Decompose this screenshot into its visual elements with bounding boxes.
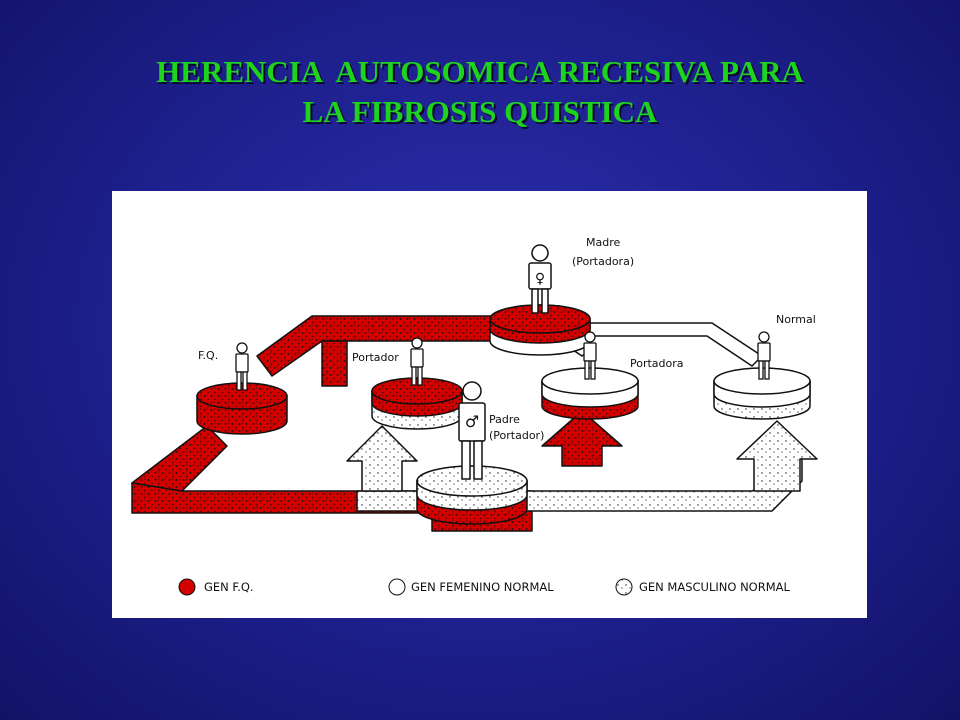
carrier-son-disc	[371, 377, 463, 430]
father-label: Padre	[489, 413, 520, 426]
father-figure-icon	[458, 381, 486, 480]
legend: GEN F.Q. GEN FEMENINO NORMAL GEN MASCULI…	[178, 578, 791, 596]
mother-label: Madre	[586, 236, 620, 249]
father-status-label: (Portador)	[489, 429, 544, 442]
legend-male-normal-symbol	[615, 578, 633, 596]
carrier-son-figure-icon	[410, 337, 424, 386]
slide-title: HERENCIA AUTOSOMICA RECESIVA PARA LA FIB…	[0, 52, 960, 132]
father-disc	[416, 465, 528, 525]
mother-status-label: (Portadora)	[572, 255, 634, 268]
carrier-son-label: Portador	[352, 351, 399, 364]
fq-label: F.Q.	[198, 349, 218, 362]
legend-female-normal-label: GEN FEMENINO NORMAL	[411, 580, 554, 594]
normal-label: Normal	[776, 313, 816, 326]
mother-disc	[489, 304, 591, 356]
carrier-daughter-label: Portadora	[630, 357, 684, 370]
normal-child-disc	[713, 367, 811, 420]
inheritance-diagram-svg: ♀ ♂	[131, 236, 818, 596]
legend-fq-symbol	[178, 578, 196, 596]
legend-male-normal-label: GEN MASCULINO NORMAL	[639, 580, 791, 594]
carrier-daughter-disc	[541, 367, 639, 420]
female-symbol: ♀	[535, 271, 545, 287]
inheritance-diagram: ♀ ♂	[112, 191, 867, 618]
title-line-2: LA FIBROSIS QUISTICA	[302, 94, 658, 129]
male-symbol: ♂	[465, 412, 479, 431]
normal-child-figure-icon	[757, 331, 771, 380]
fq-child-disc	[196, 382, 288, 435]
carrier-daughter-figure-icon	[583, 331, 597, 380]
title-line-1: HERENCIA AUTOSOMICA RECESIVA PARA	[156, 54, 804, 89]
fq-child-figure-icon	[235, 342, 249, 391]
mother-figure-icon	[528, 244, 552, 314]
legend-female-normal-symbol	[388, 578, 406, 596]
legend-fq-label: GEN F.Q.	[204, 580, 254, 594]
